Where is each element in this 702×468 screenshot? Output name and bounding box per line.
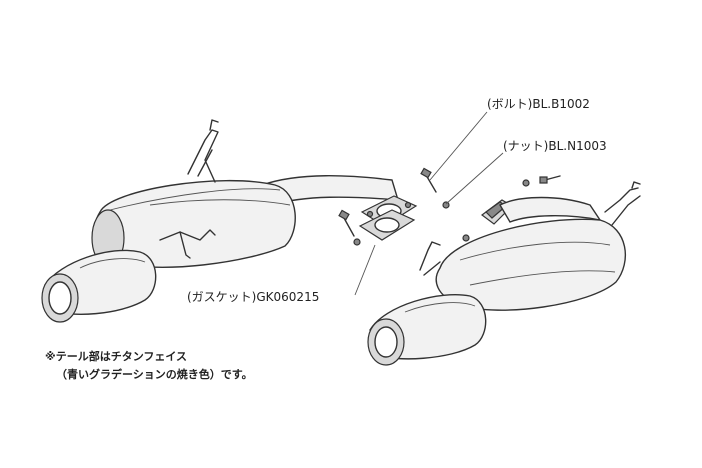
nut-callout-label: (ナット)BL.N1003 [503, 139, 607, 153]
note-line-2: （青いグラデーションの焼き色）です。 [56, 368, 253, 381]
left-muffler-assembly [41, 119, 399, 323]
bolt-callout-label: (ボルト)BL.B1002 [487, 97, 590, 111]
callout-leaders [354, 111, 504, 296]
right-muffler-assembly [367, 167, 641, 366]
gasket-part [338, 195, 418, 246]
gasket-callout-label: (ガスケット)GK060215 [187, 290, 320, 304]
note-line-1: ※テール部はチタンフェイス [45, 350, 188, 363]
